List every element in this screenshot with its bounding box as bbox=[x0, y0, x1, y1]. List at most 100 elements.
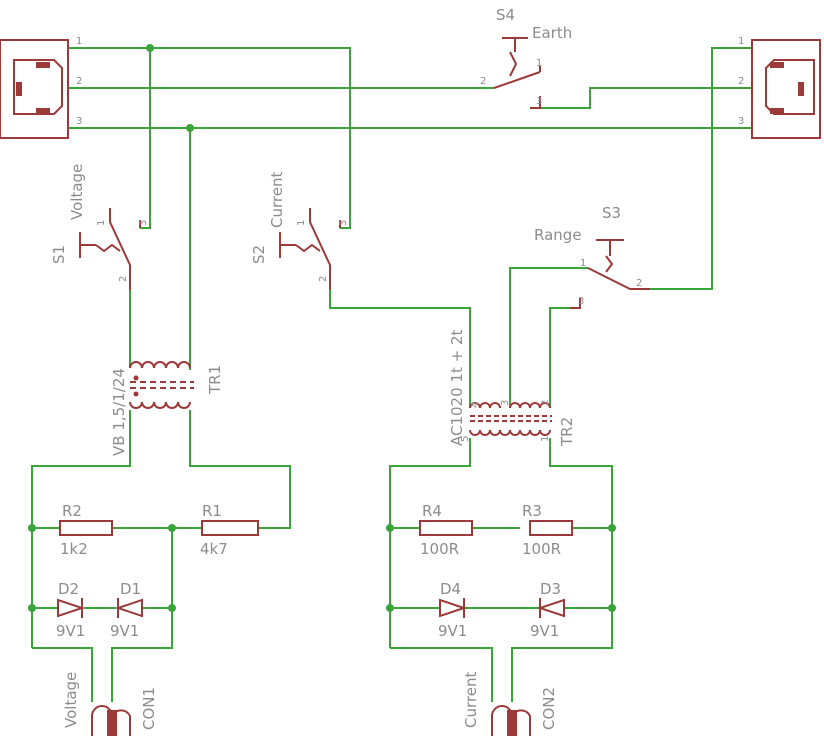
socket-right-pin2-label: 2 bbox=[738, 76, 744, 87]
tr2-name-label: TR2 bbox=[558, 417, 576, 447]
junctions bbox=[28, 44, 616, 612]
wire-con2-left bbox=[390, 647, 493, 702]
r4-value-label: 100R bbox=[420, 540, 459, 558]
con2-value-label: Current bbox=[462, 672, 480, 728]
tr2-pin1-label: 1 bbox=[540, 436, 551, 442]
r1-value-label: 4k7 bbox=[200, 540, 228, 558]
s3-pin3-label: 3 bbox=[578, 296, 584, 307]
connector-con2: CON2 Current bbox=[462, 672, 558, 736]
transformer-tr2: TR2 AC1020 1t + 2t 4 3 2 5 1 bbox=[448, 330, 576, 447]
s4-value-label: Earth bbox=[532, 24, 572, 42]
junction-dot bbox=[186, 124, 194, 132]
switch-s1: S1 Voltage 1 2 3 bbox=[50, 164, 149, 290]
wire-right-pin1 bbox=[650, 47, 752, 290]
junction-dot bbox=[168, 524, 176, 532]
tr2-pin4-label: 4 bbox=[470, 402, 481, 408]
r3-name-label: R3 bbox=[522, 502, 542, 520]
junction-dot bbox=[608, 524, 616, 532]
s4-pin3-label: 3 bbox=[536, 96, 542, 107]
iec-socket-left: 1 2 3 bbox=[0, 36, 82, 139]
wire-tr2-sec-right bbox=[511, 438, 613, 702]
con1-name-label: CON1 bbox=[140, 687, 158, 730]
junction-dot bbox=[28, 604, 36, 612]
connector-con1: CON1 Voltage bbox=[62, 672, 158, 736]
diode-d4: D4 9V1 bbox=[438, 580, 467, 640]
switch-s2: S2 Current 1 2 3 bbox=[250, 172, 349, 290]
d1-value-label: 9V1 bbox=[110, 622, 139, 640]
wire-s3-pin1-to-tr2 bbox=[509, 267, 588, 408]
s1-pin3-label: 3 bbox=[138, 220, 149, 226]
wire-mid-node-down bbox=[111, 528, 173, 702]
transformer-tr1: TR1 VB 1,5/1/24 bbox=[110, 361, 224, 456]
wire-tr1-sec-left bbox=[31, 410, 131, 648]
wire-mains-l1 bbox=[68, 47, 351, 229]
tr1-name-label: TR1 bbox=[206, 365, 224, 395]
r4-name-label: R4 bbox=[422, 502, 442, 520]
s4-pin2-label: 2 bbox=[480, 76, 486, 87]
s2-name-label: S2 bbox=[250, 245, 268, 264]
s1-value-label: Voltage bbox=[68, 164, 86, 220]
junction-dot bbox=[386, 524, 394, 532]
switch-s3: S3 Range 1 2 3 bbox=[534, 204, 650, 309]
s3-name-label: S3 bbox=[602, 204, 621, 222]
socket-right-pin1-label: 1 bbox=[738, 36, 744, 47]
r3-value-label: 100R bbox=[522, 540, 561, 558]
tr2-pin5-label: 5 bbox=[460, 436, 471, 442]
diode-d2: D2 9V1 bbox=[56, 580, 85, 640]
tr2-pin3-label: 3 bbox=[500, 400, 511, 406]
s3-pin1-label: 1 bbox=[580, 258, 586, 269]
wires bbox=[31, 47, 752, 702]
d3-name-label: D3 bbox=[540, 580, 561, 598]
d2-value-label: 9V1 bbox=[56, 622, 85, 640]
s1-pin2-label: 2 bbox=[118, 276, 129, 282]
con2-name-label: CON2 bbox=[540, 687, 558, 730]
wire-s3-pin3-to-tr2 bbox=[549, 307, 570, 408]
d2-name-label: D2 bbox=[58, 580, 79, 598]
s3-value-label: Range bbox=[534, 226, 582, 244]
d1-name-label: D1 bbox=[120, 580, 141, 598]
socket-right-pin3-label: 3 bbox=[738, 116, 744, 127]
junction-dot bbox=[168, 604, 176, 612]
socket-left-pin3-label: 3 bbox=[76, 116, 82, 127]
diode-d3: D3 9V1 bbox=[530, 580, 565, 640]
s4-name-label: S4 bbox=[496, 6, 515, 24]
con1-value-label: Voltage bbox=[62, 672, 80, 728]
s1-name-label: S1 bbox=[50, 245, 68, 264]
socket-left-pin1-label: 1 bbox=[76, 36, 82, 47]
r2-value-label: 1k2 bbox=[60, 540, 88, 558]
s1-pin1-label: 1 bbox=[96, 220, 107, 226]
r1-name-label: R1 bbox=[202, 502, 222, 520]
junction-dot bbox=[146, 44, 154, 52]
d4-value-label: 9V1 bbox=[438, 622, 467, 640]
resistor-r3: R3 100R bbox=[522, 502, 573, 558]
resistor-r4: R4 100R bbox=[419, 502, 473, 558]
wire-tr1-sec-right bbox=[189, 410, 291, 529]
s3-pin2-label: 2 bbox=[636, 278, 642, 289]
s2-pin2-label: 2 bbox=[318, 276, 329, 282]
s4-pin1-label: 1 bbox=[536, 58, 542, 69]
resistor-r1: R1 4k7 bbox=[200, 502, 259, 558]
socket-left-pin2-label: 2 bbox=[76, 76, 82, 87]
iec-socket-right: 1 2 3 bbox=[738, 36, 821, 139]
wire-l1-to-s1 bbox=[140, 48, 151, 229]
s2-value-label: Current bbox=[268, 172, 286, 228]
s2-pin1-label: 1 bbox=[296, 220, 307, 226]
wire-con1-left bbox=[32, 647, 93, 702]
d3-value-label: 9V1 bbox=[530, 622, 559, 640]
junction-dot bbox=[28, 524, 36, 532]
resistor-r2: R2 1k2 bbox=[59, 502, 113, 558]
tr2-pin2-label: 2 bbox=[540, 400, 551, 406]
junction-dot bbox=[608, 604, 616, 612]
tr1-value-label: VB 1,5/1/24 bbox=[110, 368, 128, 456]
d4-name-label: D4 bbox=[440, 580, 461, 598]
wire-s2-to-tr2 bbox=[329, 290, 471, 408]
tr2-value-label: AC1020 1t + 2t bbox=[448, 330, 466, 446]
wire-right-pin2 bbox=[530, 87, 752, 109]
diode-d1: D1 9V1 bbox=[110, 580, 143, 640]
switch-s4: S4 Earth 1 2 3 bbox=[480, 6, 572, 109]
s2-pin3-label: 3 bbox=[338, 220, 349, 226]
r2-name-label: R2 bbox=[62, 502, 82, 520]
junction-dot bbox=[386, 604, 394, 612]
wire-tr2-sec-left bbox=[389, 438, 471, 648]
